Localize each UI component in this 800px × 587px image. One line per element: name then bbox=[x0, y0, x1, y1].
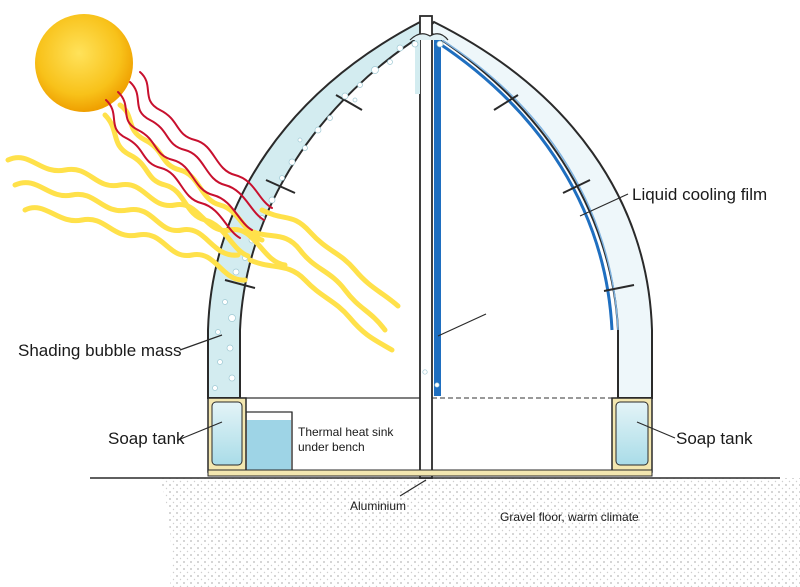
soap-tank-right-shape bbox=[611, 397, 653, 473]
label-under-bench: under bench bbox=[298, 440, 365, 454]
label-soap-tank-right: Soap tank bbox=[676, 429, 753, 448]
label-thermal-heat-sink: Thermal heat sink bbox=[298, 425, 394, 439]
leader-lines bbox=[177, 193, 676, 497]
central-column bbox=[409, 15, 449, 479]
thermal-heat-sink bbox=[245, 411, 293, 473]
soap-tank-left-shape bbox=[207, 397, 247, 473]
sun-rays bbox=[5, 71, 401, 353]
label-shading-bubble-mass: Shading bubble mass bbox=[18, 341, 182, 360]
sun-icon bbox=[35, 14, 133, 112]
label-gravel-floor: Gravel floor, warm climate bbox=[500, 510, 639, 524]
label-liquid-cooling-film: Liquid cooling film bbox=[632, 185, 767, 204]
label-soap-tank-left: Soap tank bbox=[108, 429, 185, 448]
bubbles bbox=[212, 44, 404, 391]
base-plate bbox=[207, 469, 653, 477]
gravel-floor bbox=[90, 477, 800, 587]
label-aluminium: Aluminium bbox=[350, 499, 406, 513]
